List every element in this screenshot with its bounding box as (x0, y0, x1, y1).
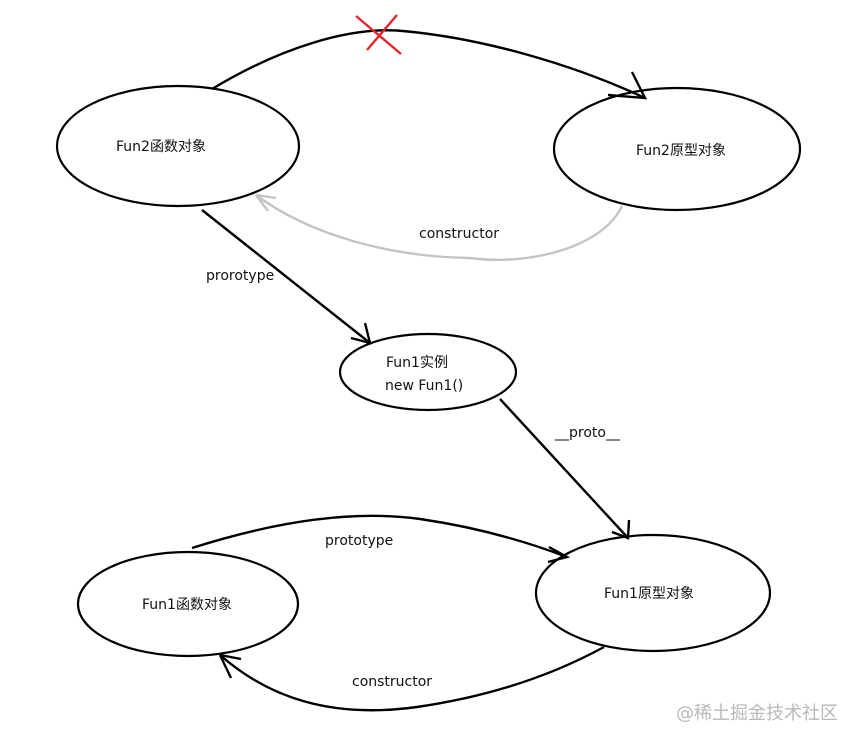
fun1-prototype-arrowhead (547, 545, 571, 564)
fun1-prototype-label: Fun1原型对象 (604, 586, 694, 602)
fun1-prototype-arrow (191, 514, 568, 559)
fun2-prototype-link-label: prorotype (206, 268, 274, 284)
fun2-function-label: Fun2函数对象 (116, 139, 206, 155)
fun2-constructor-arrow (255, 194, 624, 261)
instance-proto-arrowhead (611, 519, 631, 540)
instance-proto-label: __proto__ (554, 425, 621, 441)
fun2-to-instance-arrow (201, 209, 371, 344)
fun1-function-label: Fun1函数对象 (142, 597, 232, 613)
fun2-to-instance-arrowhead (350, 322, 372, 345)
fun1-instance-label-line2: new Fun1() (385, 378, 463, 394)
fun1-function-node (76, 550, 300, 658)
fun2-top-prototype-arrow (211, 29, 646, 100)
fun1-instance-label-line1: Fun1实例 (386, 355, 448, 371)
fun1-prototype-link-label: prototype (325, 533, 393, 549)
fun2-top-prototype-arrowhead (607, 71, 648, 100)
fun1-constructor-label: constructor (352, 674, 432, 690)
fun1-constructor-arrowhead (218, 653, 242, 679)
fun2-constructor-arrowhead (255, 193, 277, 212)
instance-proto-arrow (499, 398, 629, 539)
invalid-link-cross-icon (355, 14, 402, 55)
watermark: @稀土掘金技术社区 (676, 703, 838, 724)
fun1-constructor-arrow (219, 645, 605, 712)
fun2-constructor-label: constructor (419, 226, 499, 242)
fun2-prototype-node (552, 86, 802, 212)
fun2-function-node (55, 84, 301, 208)
fun2-prototype-label: Fun2原型对象 (636, 143, 726, 159)
fun1-prototype-node (534, 533, 772, 653)
fun1-instance-node (338, 332, 518, 412)
